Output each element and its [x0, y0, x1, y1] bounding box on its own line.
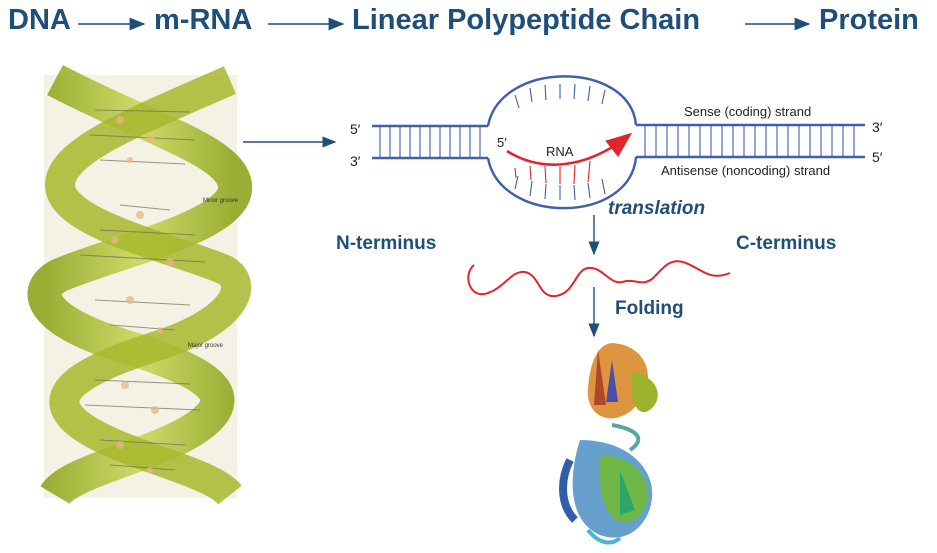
left-three-prime: 3′ [350, 153, 361, 169]
sense-strand-label: Sense (coding) strand [684, 104, 811, 119]
n-terminus-label: N-terminus [336, 233, 437, 254]
right-five-prime: 5′ [872, 149, 883, 165]
folding-label: Folding [615, 298, 684, 319]
minor-groove-label: Minor groove [203, 198, 239, 204]
antisense-strand-label: Antisense (noncoding) strand [661, 163, 830, 178]
polypeptide-chain [467, 260, 731, 298]
rna-five-prime: 5′ [497, 135, 507, 150]
c-terminus-label: C-terminus [736, 233, 837, 254]
step-dna: DNA [8, 4, 71, 36]
right-three-prime: 3′ [872, 119, 883, 135]
step-protein: Protein [819, 4, 919, 36]
dna-helix-image: Minor groove Major groove [27, 64, 252, 506]
left-five-prime: 5′ [350, 121, 361, 137]
rna-label: RNA [546, 144, 574, 159]
process-header: DNA m-RNA Linear Polypeptide Chain Prote… [0, 0, 937, 50]
step-mrna: m-RNA [154, 4, 253, 36]
translation-label: translation [608, 198, 706, 219]
dna-rungs [379, 83, 855, 201]
major-groove-label: Major groove [188, 343, 224, 349]
step-polypeptide: Linear Polypeptide Chain [352, 4, 701, 36]
transcription-labels: 5′ 3′ 3′ 5′ 5′ RNA Sense (coding) strand… [350, 104, 883, 178]
rna-strand [506, 132, 633, 185]
folded-protein-image [559, 343, 658, 545]
